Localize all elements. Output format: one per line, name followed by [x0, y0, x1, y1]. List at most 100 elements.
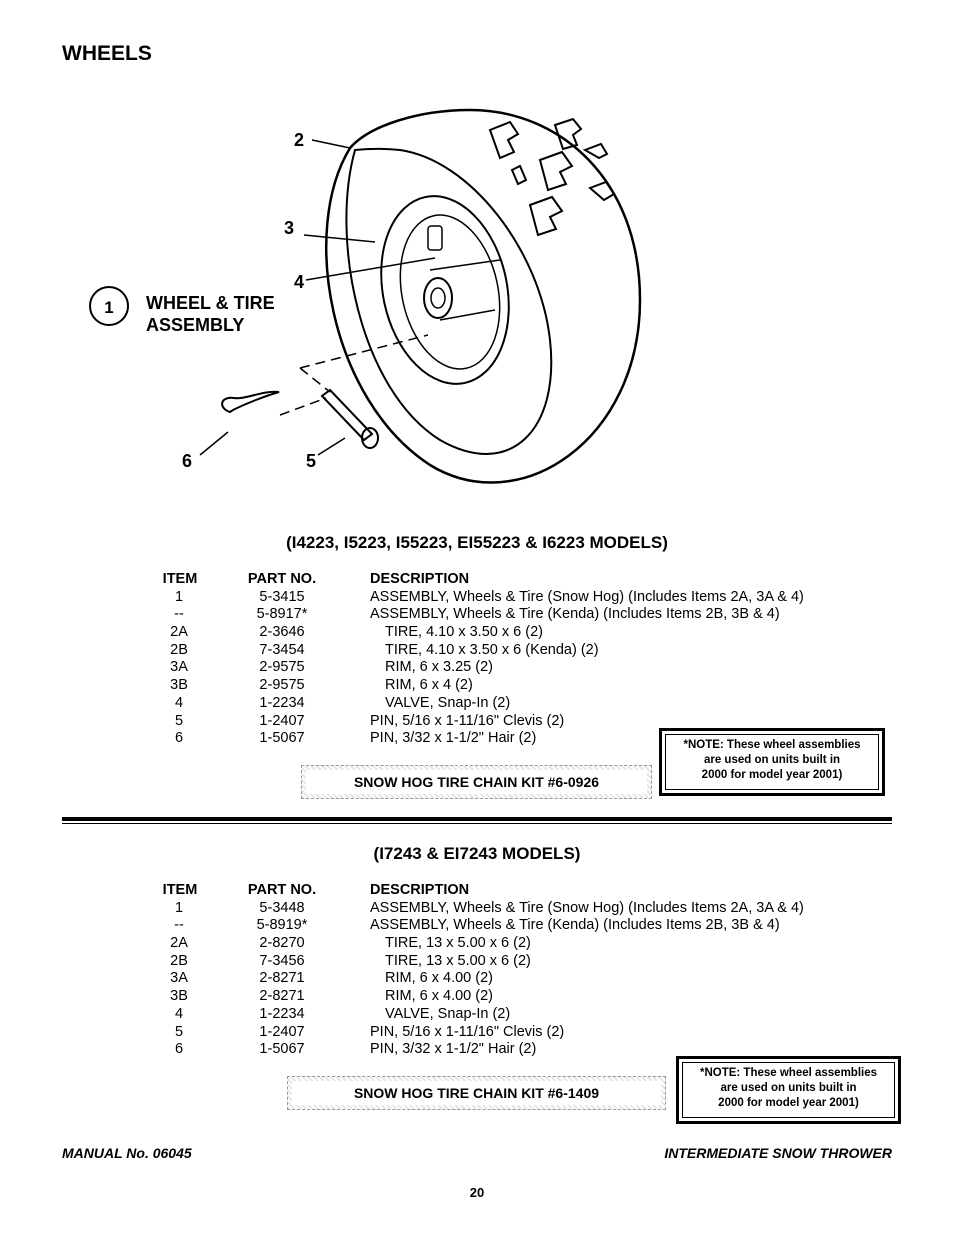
description: PIN, 3/32 x 1-1/2" Hair (2)	[370, 1041, 537, 1058]
item-no: 5	[174, 1023, 184, 1040]
item-no: 2A	[170, 624, 188, 641]
description: TIRE, 13 x 5.00 x 6 (2)	[385, 935, 531, 952]
description: ASSEMBLY, Wheels & Tire (Snow Hog) (Incl…	[370, 588, 804, 605]
table-row: 4 1-2234 VALVE, Snap-In (2)	[160, 1006, 880, 1024]
description: RIM, 6 x 4.00 (2)	[385, 970, 493, 987]
callout-2: 2	[294, 130, 305, 150]
table-row: 3A 2-8271 RIM, 6 x 4.00 (2)	[160, 970, 880, 988]
header-item: ITEM	[162, 882, 198, 898]
description: RIM, 6 x 4.00 (2)	[385, 988, 493, 1005]
header-part: PART NO.	[247, 571, 317, 587]
section1-models-heading: (I4223, I5223, I55223, EI55223 & I6223 M…	[286, 533, 668, 552]
assembly-label-line1: WHEEL & TIRE	[146, 293, 275, 313]
description: RIM, 6 x 3.25 (2)	[385, 659, 493, 676]
note-line: 2000 for model year 2001)	[718, 1097, 859, 1109]
item-no: 5	[174, 712, 184, 729]
part-no: 2-3646	[259, 624, 305, 641]
callout-6: 6	[182, 451, 193, 471]
item-no: 2B	[170, 641, 188, 658]
part-no: 5-3448	[259, 899, 305, 916]
note-line: 2000 for model year 2001)	[701, 769, 843, 781]
part-no: 2-8270	[259, 935, 305, 952]
chain-kit-label: SNOW HOG TIRE CHAIN KIT #6-0926	[306, 770, 647, 794]
table-header: ITEM PART NO. DESCRIPTION	[160, 882, 880, 900]
table-row: 6 1-5067 PIN, 3/32 x 1-1/2" Hair (2)	[160, 730, 880, 748]
description: TIRE, 4.10 x 3.50 x 6 (2)	[385, 624, 543, 641]
description: PIN, 3/32 x 1-1/2" Hair (2)	[370, 730, 537, 747]
item-no: 3B	[170, 677, 188, 694]
item-no: 1	[174, 899, 184, 916]
item-no: 1	[174, 588, 184, 605]
description: ASSEMBLY, Wheels & Tire (Kenda) (Include…	[370, 606, 780, 623]
chain-kit-label: SNOW HOG TIRE CHAIN KIT #6-1409	[292, 1081, 661, 1105]
part-no: 5-3415	[259, 588, 305, 605]
table-row: 3A 2-9575 RIM, 6 x 3.25 (2)	[160, 659, 880, 677]
description: TIRE, 13 x 5.00 x 6 (2)	[385, 952, 531, 969]
part-no: 1-5067	[259, 730, 305, 747]
header-desc: DESCRIPTION	[370, 882, 470, 898]
section1-note-box: *NOTE: These wheel assemblies are used o…	[659, 728, 885, 796]
section2-chain-kit-box: SNOW HOG TIRE CHAIN KIT #6-1409	[287, 1076, 666, 1110]
footer-product-name: INTERMEDIATE SNOW THROWER	[664, 1145, 892, 1161]
item-no: 3B	[170, 988, 188, 1005]
part-no: 1-5067	[259, 1041, 305, 1058]
part-no: 2-9575	[259, 677, 305, 694]
part-no: 1-2407	[259, 1023, 305, 1040]
description: PIN, 5/16 x 1-11/16" Clevis (2)	[370, 1023, 565, 1040]
item-no: 4	[174, 1005, 184, 1022]
description: VALVE, Snap-In (2)	[385, 1005, 511, 1022]
table-row: 3B 2-9575 RIM, 6 x 4 (2)	[160, 677, 880, 695]
description: ASSEMBLY, Wheels & Tire (Snow Hog) (Incl…	[370, 899, 804, 916]
callout-3: 3	[284, 218, 295, 238]
item-no: --	[174, 606, 184, 623]
header-desc: DESCRIPTION	[370, 571, 470, 587]
callout-4: 4	[294, 272, 305, 292]
table-row: 6 1-5067 PIN, 3/32 x 1-1/2" Hair (2)	[160, 1041, 880, 1059]
table-row: 3B 2-8271 RIM, 6 x 4.00 (2)	[160, 988, 880, 1006]
description: RIM, 6 x 4 (2)	[385, 677, 473, 694]
note-text: *NOTE: These wheel assemblies are used o…	[682, 1062, 895, 1118]
header-item: ITEM	[162, 571, 198, 587]
page-number: 20	[469, 1185, 485, 1200]
description: ASSEMBLY, Wheels & Tire (Kenda) (Include…	[370, 917, 780, 934]
callout-5: 5	[306, 451, 317, 471]
note-line: *NOTE: These wheel assemblies	[683, 739, 861, 751]
item-no: 6	[174, 1041, 184, 1058]
description: TIRE, 4.10 x 3.50 x 6 (Kenda) (2)	[385, 641, 599, 658]
table-row: 5 1-2407 PIN, 5/16 x 1-11/16" Clevis (2)	[160, 1024, 880, 1042]
item-no: 3A	[170, 659, 188, 676]
item-no: 6	[174, 730, 184, 747]
header-part: PART NO.	[247, 882, 317, 898]
item-no: --	[174, 917, 184, 934]
part-no: 1-2234	[259, 1005, 305, 1022]
part-no: 1-2407	[259, 712, 305, 729]
section2-note-box: *NOTE: These wheel assemblies are used o…	[676, 1056, 901, 1124]
item-no: 2B	[170, 952, 188, 969]
table-row: 2A 2-8270 TIRE, 13 x 5.00 x 6 (2)	[160, 935, 880, 953]
section-divider	[62, 817, 892, 821]
item-no: 3A	[170, 970, 188, 987]
description: PIN, 5/16 x 1-11/16" Clevis (2)	[370, 712, 565, 729]
part-no: 2-8271	[259, 988, 305, 1005]
wheel-assembly-illustration	[199, 108, 642, 484]
part-no: 1-2234	[259, 694, 305, 711]
table-header: ITEM PART NO. DESCRIPTION	[160, 571, 880, 589]
part-no: 2-9575	[259, 659, 305, 676]
note-line: *NOTE: These wheel assemblies	[699, 1067, 878, 1079]
table-row: 1 5-3415 ASSEMBLY, Wheels & Tire (Snow Hog…	[160, 589, 880, 607]
table-row: --5-8919*ASSEMBLY, Wheels & Tire (Kenda)…	[160, 917, 880, 935]
part-no: 2-8271	[259, 970, 305, 987]
note-line: are used on units built in	[720, 1082, 857, 1094]
note-text: *NOTE: These wheel assemblies are used o…	[665, 734, 879, 790]
table-row: 2A 2-3646 TIRE, 4.10 x 3.50 x 6 (2)	[160, 624, 880, 642]
table-row: --5-8917*ASSEMBLY, Wheels & Tire (Kenda)…	[160, 606, 880, 624]
section2-models-heading: (I7243 & EI7243 MODELS)	[373, 844, 581, 863]
item-no: 2A	[170, 935, 188, 952]
table-row: 1 5-3448 ASSEMBLY, Wheels & Tire (Snow Hog…	[160, 900, 880, 918]
section-divider-thin	[62, 823, 892, 824]
